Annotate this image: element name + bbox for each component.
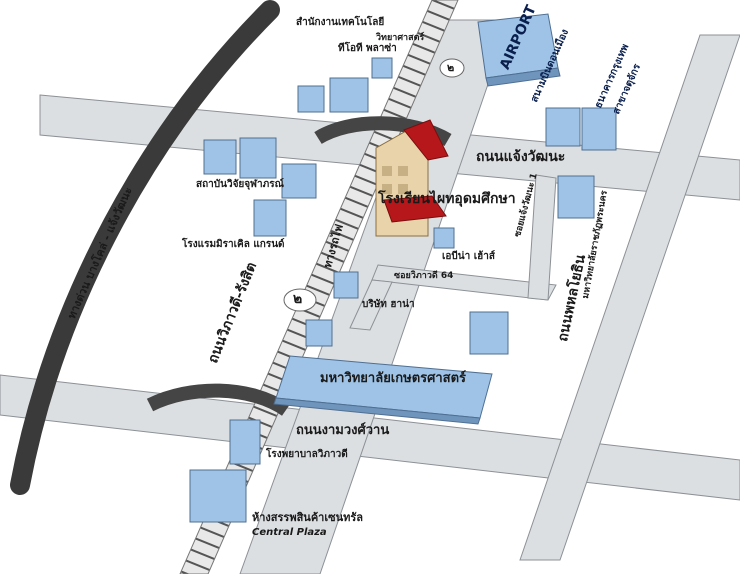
road-network <box>0 19 740 574</box>
soi-vibhavadi-64-label: ซอยวิภาวดี 64 <box>394 271 454 281</box>
hospital-label: โรงพยาบาลวิภาวดี <box>266 449 348 460</box>
nat-tech-office-label: สำนักงานเทคโนโลยี <box>296 17 385 28</box>
house-label: เอบีน่า เฮ้าส์ <box>442 251 495 262</box>
central-plaza-en-label: Central Plaza <box>252 527 327 538</box>
tot-plaza-label: ทีโอที พลาซ่า <box>338 43 397 54</box>
science-center-label: วิทยาศาสตร์ <box>376 33 425 43</box>
school-label: โรงเรียนไผทอุดมศึกษา <box>378 191 516 207</box>
school-building <box>375 119 449 237</box>
route-shield-top: ๒ <box>447 61 455 74</box>
company-label: บริษัท ฮาน่า <box>362 299 415 310</box>
chaeng-watthana-road-label: ถนนแจ้งวัฒนะ <box>476 149 566 165</box>
central-plaza-thai-label: ห้างสรรพสินค้าเซนทรัล <box>252 511 363 524</box>
hotel-label: โรงแรมมิราเคิล แกรนด์ <box>182 239 285 250</box>
route-shield-mid: ๒ <box>293 291 303 307</box>
ngamwongwan-road-label: ถนนงามวงศ์วาน <box>296 423 390 438</box>
route-shields <box>283 58 465 312</box>
research-institute-label: สถาบันวิจัยจุฬาภรณ์ <box>196 179 284 190</box>
kasetsart-label: มหาวิทยาลัยเกษตรศาสตร์ <box>320 371 467 386</box>
buildings <box>189 13 617 523</box>
